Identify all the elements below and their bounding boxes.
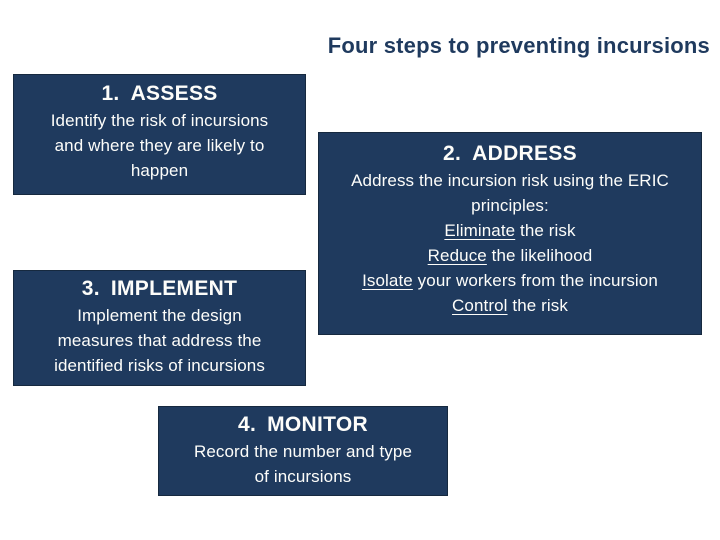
step-box-monitor: 4. MONITOR Record the number and type of i… (158, 406, 448, 496)
box-text-line: Control the risk (452, 296, 568, 315)
step-heading-implement: 3. IMPLEMENT (14, 275, 305, 303)
slide-title: Four steps to preventing incursions (327, 33, 710, 58)
box-text-line: identified risks of incursions (54, 356, 265, 375)
step-number: 1. (101, 82, 120, 105)
step-label: MONITOR (267, 413, 368, 436)
step-body-address: Address the incursion risk using the ERI… (319, 168, 701, 318)
step-label: IMPLEMENT (110, 277, 238, 300)
step-box-address: 2. ADDRESS Address the incursion risk usi… (318, 132, 702, 335)
step-heading-assess: 1. ASSESS (14, 80, 305, 108)
box-text-line: Identify the risk of incursions (50, 111, 269, 130)
step-box-implement: 3. IMPLEMENT Implement the design measures… (13, 270, 306, 386)
box-text-line: principles: (471, 196, 549, 215)
step-box-assess: 1. ASSESS Identify the risk of incursions… (13, 74, 306, 195)
box-text-line: of incursions (254, 467, 352, 486)
box-text-line: Eliminate the risk (444, 221, 576, 240)
step-body-assess: Identify the risk of incursions and where… (14, 108, 305, 183)
step-heading-monitor: 4. MONITOR (159, 411, 447, 439)
box-text-line: Record the number and type (193, 442, 413, 461)
box-text-line: Implement the design (77, 306, 242, 325)
box-text-line: Isolate your workers from the incursion (362, 271, 658, 290)
step-label: ASSESS (130, 82, 218, 105)
box-text-line: Reduce the likelihood (427, 246, 593, 265)
step-body-monitor: Record the number and type of incursions (159, 439, 447, 489)
step-number: 4. (237, 413, 257, 436)
box-text-line: and where they are likely to (54, 136, 265, 155)
step-number: 3. (81, 277, 100, 300)
step-heading-address: 2. ADDRESS (319, 140, 701, 168)
step-label: ADDRESS (472, 142, 577, 165)
box-text-line: measures that address the (57, 331, 262, 350)
step-number: 2. (443, 142, 462, 165)
step-body-implement: Implement the design measures that addres… (14, 303, 305, 378)
box-text-line: Address the incursion risk using the ERI… (351, 171, 669, 190)
box-text-line: happen (130, 161, 189, 180)
